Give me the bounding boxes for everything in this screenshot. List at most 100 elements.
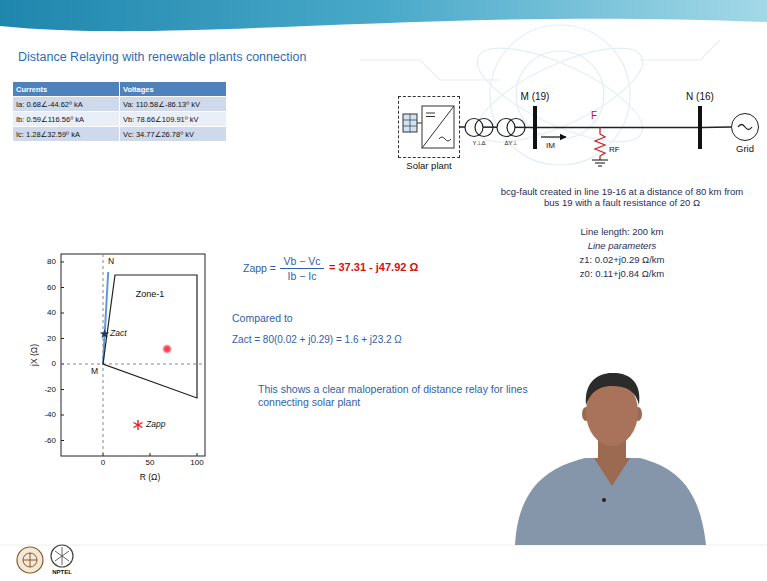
nptel-logo [51, 545, 73, 567]
watermark-ring [490, 25, 630, 165]
slide-title: Distance Relaying with renewable plants … [18, 50, 306, 64]
axis-tick: 0 [101, 458, 105, 468]
axis-tick: -60 [44, 436, 56, 446]
single-line-diagram [403, 106, 752, 166]
table-cell: Vc: 34.77∠26.78⁰ kV [120, 127, 227, 142]
fault-resistor [595, 128, 605, 161]
grid-source: Grid [731, 113, 759, 141]
tick [61, 440, 64, 441]
table-cell: Va: 110.58∠-86.13⁰ kV [120, 97, 227, 112]
point-label: Zact [110, 328, 127, 338]
node-label: Grid [736, 143, 754, 154]
tick [61, 389, 64, 390]
point-label: M [91, 366, 98, 376]
line-conductor [702, 126, 731, 128]
zone-polygon [103, 275, 197, 398]
watermark-orbit [466, 30, 654, 160]
tick [61, 313, 64, 314]
axis-tick: -40 [44, 410, 56, 420]
winding-label: ΔY⊥ [504, 140, 517, 147]
tick [61, 415, 64, 416]
current-label: IM [546, 141, 555, 151]
node-label: Zone-1 [136, 289, 165, 300]
node-label: Solar plant [406, 160, 451, 171]
logos [17, 545, 73, 573]
zapp-asterisk [134, 420, 143, 430]
tick [61, 262, 64, 263]
axis-tick: 50 [146, 458, 155, 468]
line-data: Line parameters [588, 240, 657, 251]
fraction-bar [280, 268, 324, 269]
nptel-logo-spokes [55, 547, 69, 565]
equation: Zact = 80(0.02 + j0.29) = 1.6 + j23.2 Ω [232, 334, 402, 346]
axis-tick: 20 [47, 334, 56, 344]
asterisk-stroke [134, 423, 143, 428]
fault-label: F [591, 110, 597, 122]
institute-logo-ring [23, 553, 37, 567]
pv-lead [417, 123, 422, 124]
transformer-winding [475, 119, 493, 137]
tick [61, 287, 64, 288]
tick [197, 453, 198, 456]
node-label: N (16) [686, 91, 714, 103]
tick [150, 453, 151, 456]
point-label: Zapp [146, 419, 165, 429]
transformer-winding [497, 119, 515, 137]
winding-label: Y⊥Δ [472, 140, 485, 147]
point-label: N [108, 256, 114, 266]
axis-tick: 40 [47, 308, 56, 318]
transformer-winding [507, 119, 525, 137]
line-data: z0: 0.11+j0.84 Ω/km [580, 268, 664, 279]
axis-tick: 60 [47, 283, 56, 293]
grid-tilde [738, 125, 752, 130]
watermark-orbit [466, 30, 654, 160]
institute-logo [17, 547, 43, 573]
ground-symbol [592, 160, 608, 166]
note: Compared to [232, 312, 293, 325]
bus-bar: M (19) [533, 106, 537, 149]
axis-tick: -20 [44, 385, 56, 395]
laser-dot [162, 344, 172, 354]
axis-tick: 100 [190, 458, 203, 468]
presenter-hair [586, 373, 640, 405]
inverter-diagonal [422, 106, 454, 148]
equation-numerator: Vb − Vc [283, 255, 320, 268]
table-cell: Ic: 1.28∠32.59⁰ kA [13, 127, 120, 142]
pv-panel [403, 114, 417, 132]
node-label: M (19) [521, 91, 550, 103]
dc-symbol [426, 113, 435, 117]
table-header: Currents [13, 82, 120, 97]
presenter-shirt [515, 458, 706, 545]
watermark-ring [516, 51, 604, 139]
axis-title: jX (Ω) [29, 344, 39, 366]
axis-title: R (Ω) [140, 472, 161, 482]
pv-grid [403, 114, 417, 132]
impedance-plot [61, 254, 205, 456]
institute-logo-mark [23, 553, 37, 567]
watermark-circuit [360, 40, 720, 80]
inverter-box [422, 106, 454, 148]
plot-frame [61, 254, 205, 456]
current-arrow [541, 136, 566, 137]
conclusion-note: This shows a clear maloperation of dista… [258, 383, 533, 408]
header-wave [0, 19, 767, 42]
equation-denominator: Ib − Ic [288, 270, 317, 283]
r-axis [61, 364, 205, 365]
axis-tick: 0 [52, 359, 56, 369]
bus-bar: N (16) [698, 106, 702, 149]
watermark [360, 25, 720, 165]
ac-symbol [439, 137, 451, 141]
table-cell: Vb: 78.66∠109.91⁰ kV [120, 112, 227, 127]
plant-box: Solar plant [398, 96, 460, 158]
table-cell: Ib: 0.59∠116.56⁰ kA [13, 112, 120, 127]
fault-description: bcg-fault created in line 19-16 at a dis… [497, 186, 747, 209]
line-conductor [537, 127, 698, 129]
equation-term: Zapp = [243, 262, 276, 275]
line-data: z1: 0.02+j0.29 Ω/km [580, 254, 665, 265]
logo-text: NPTEL [52, 569, 72, 576]
table-cell: Ia: 0.68∠-44.62⁰ kA [13, 97, 120, 112]
presenter-collar [594, 458, 630, 486]
presenter [515, 373, 706, 545]
